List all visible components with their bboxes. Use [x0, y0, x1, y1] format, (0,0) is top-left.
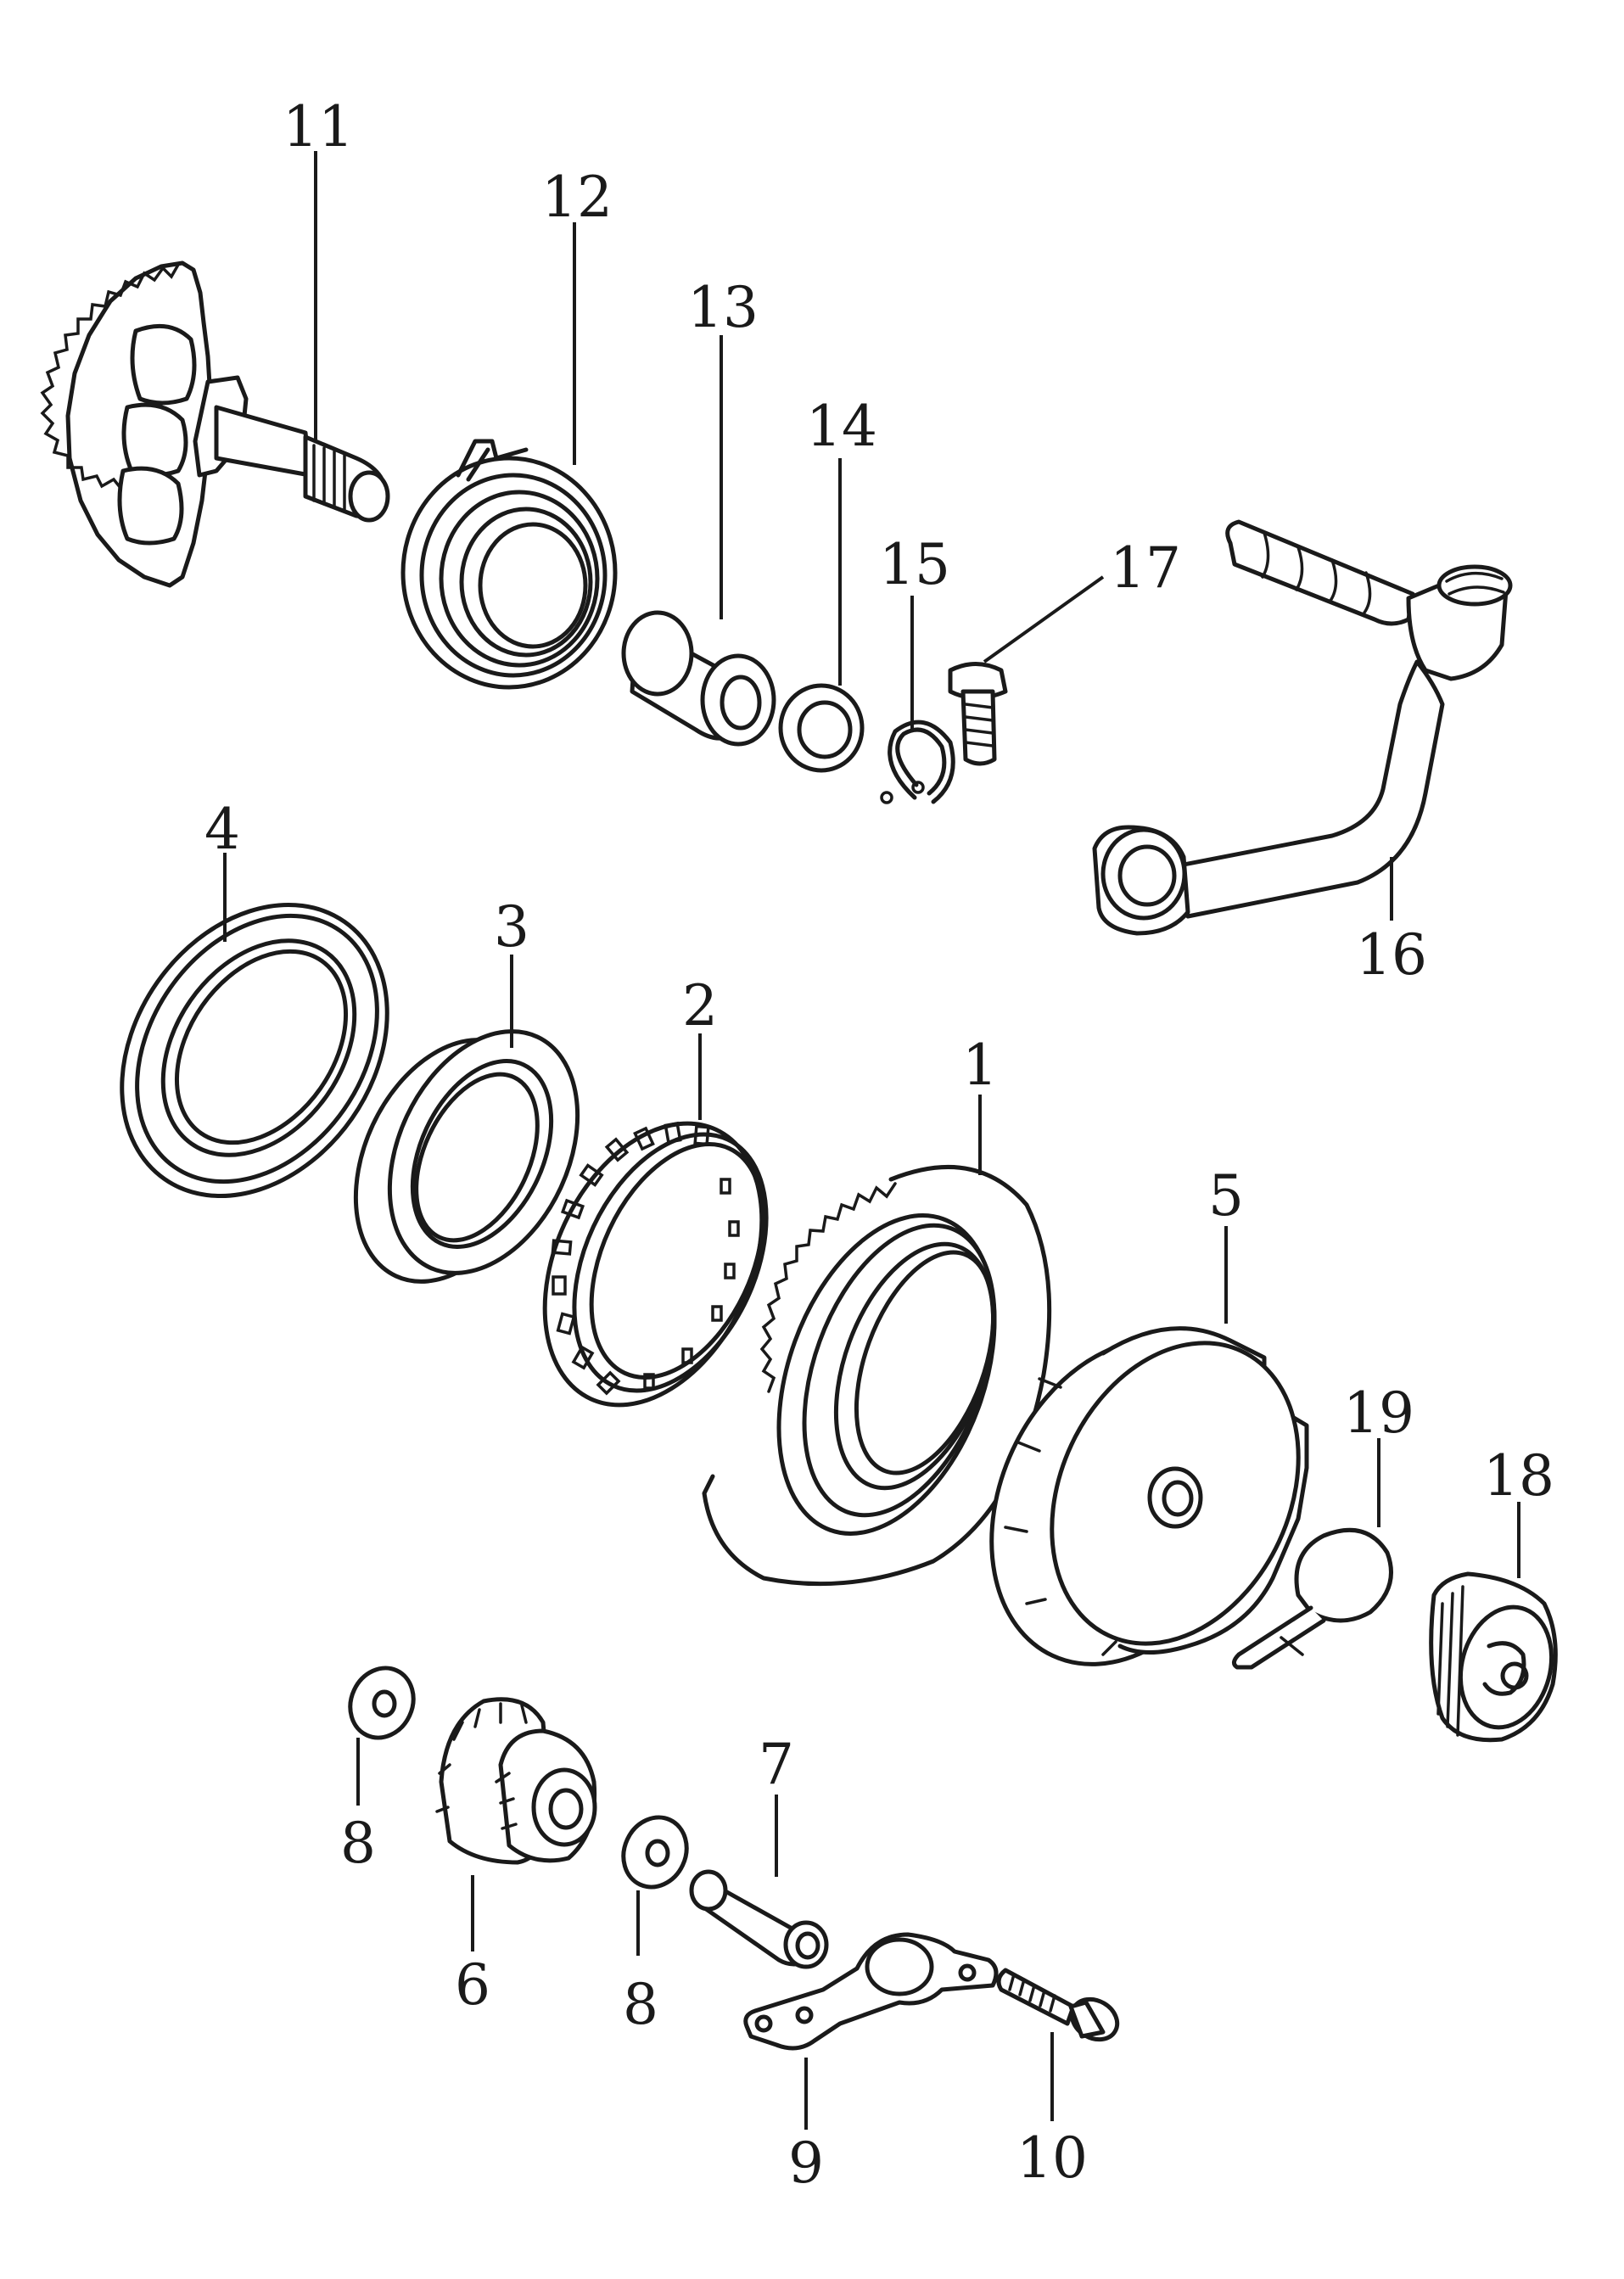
part-10-bolt: [996, 1968, 1120, 2042]
callout-6: 6: [455, 1952, 490, 2018]
callout-2: 2: [682, 973, 718, 1039]
callout-17: 17: [1110, 535, 1181, 601]
part-5-cover-plate: [989, 1326, 1309, 1666]
part-12-return-spring: [400, 439, 618, 690]
callout-5: 5: [1208, 1163, 1244, 1229]
callout-7: 7: [759, 1732, 794, 1797]
part-8-washer-a: [348, 1666, 416, 1740]
callout-9: 9: [788, 2131, 824, 2196]
part-6-idle-gear: [435, 1697, 597, 1865]
part-15-circlip: [880, 720, 955, 804]
part-11-spindle-gear: [40, 260, 390, 588]
part-7-shaft: [689, 1869, 829, 1969]
callout-11: 11: [283, 94, 354, 160]
callout-12: 12: [541, 165, 613, 230]
callout-16: 16: [1356, 922, 1427, 988]
part-9-bracket: [743, 1932, 999, 2051]
callout-3: 3: [494, 894, 529, 960]
callout-10: 10: [1016, 2125, 1088, 2191]
part-8-washer-b: [621, 1815, 689, 1890]
callout-4: 4: [204, 797, 240, 862]
part-16-kick-lever: [1092, 519, 1513, 936]
part-13-bushing: [621, 610, 776, 747]
callout-8b: 8: [623, 1972, 658, 2037]
callout-14: 14: [806, 394, 877, 459]
callout-18: 18: [1483, 1443, 1554, 1509]
part-4-oil-seal: [120, 902, 389, 1199]
part-14-washer: [778, 683, 865, 773]
callout-13: 13: [687, 275, 759, 340]
part-3-bearing-race: [353, 1029, 580, 1284]
part-1-ratchet-gear: [702, 1164, 1052, 1587]
part-18-cap: [1429, 1571, 1558, 1743]
part-17-bolt: [948, 662, 1008, 766]
callout-19: 19: [1343, 1380, 1414, 1446]
part-19-ratchet-guide: [1232, 1527, 1393, 1670]
leader-17: [983, 575, 1105, 664]
callout-8a: 8: [340, 1811, 376, 1876]
callout-15: 15: [879, 532, 950, 597]
part-2-needle-bearing: [542, 1121, 769, 1408]
callout-1: 1: [962, 1033, 998, 1098]
